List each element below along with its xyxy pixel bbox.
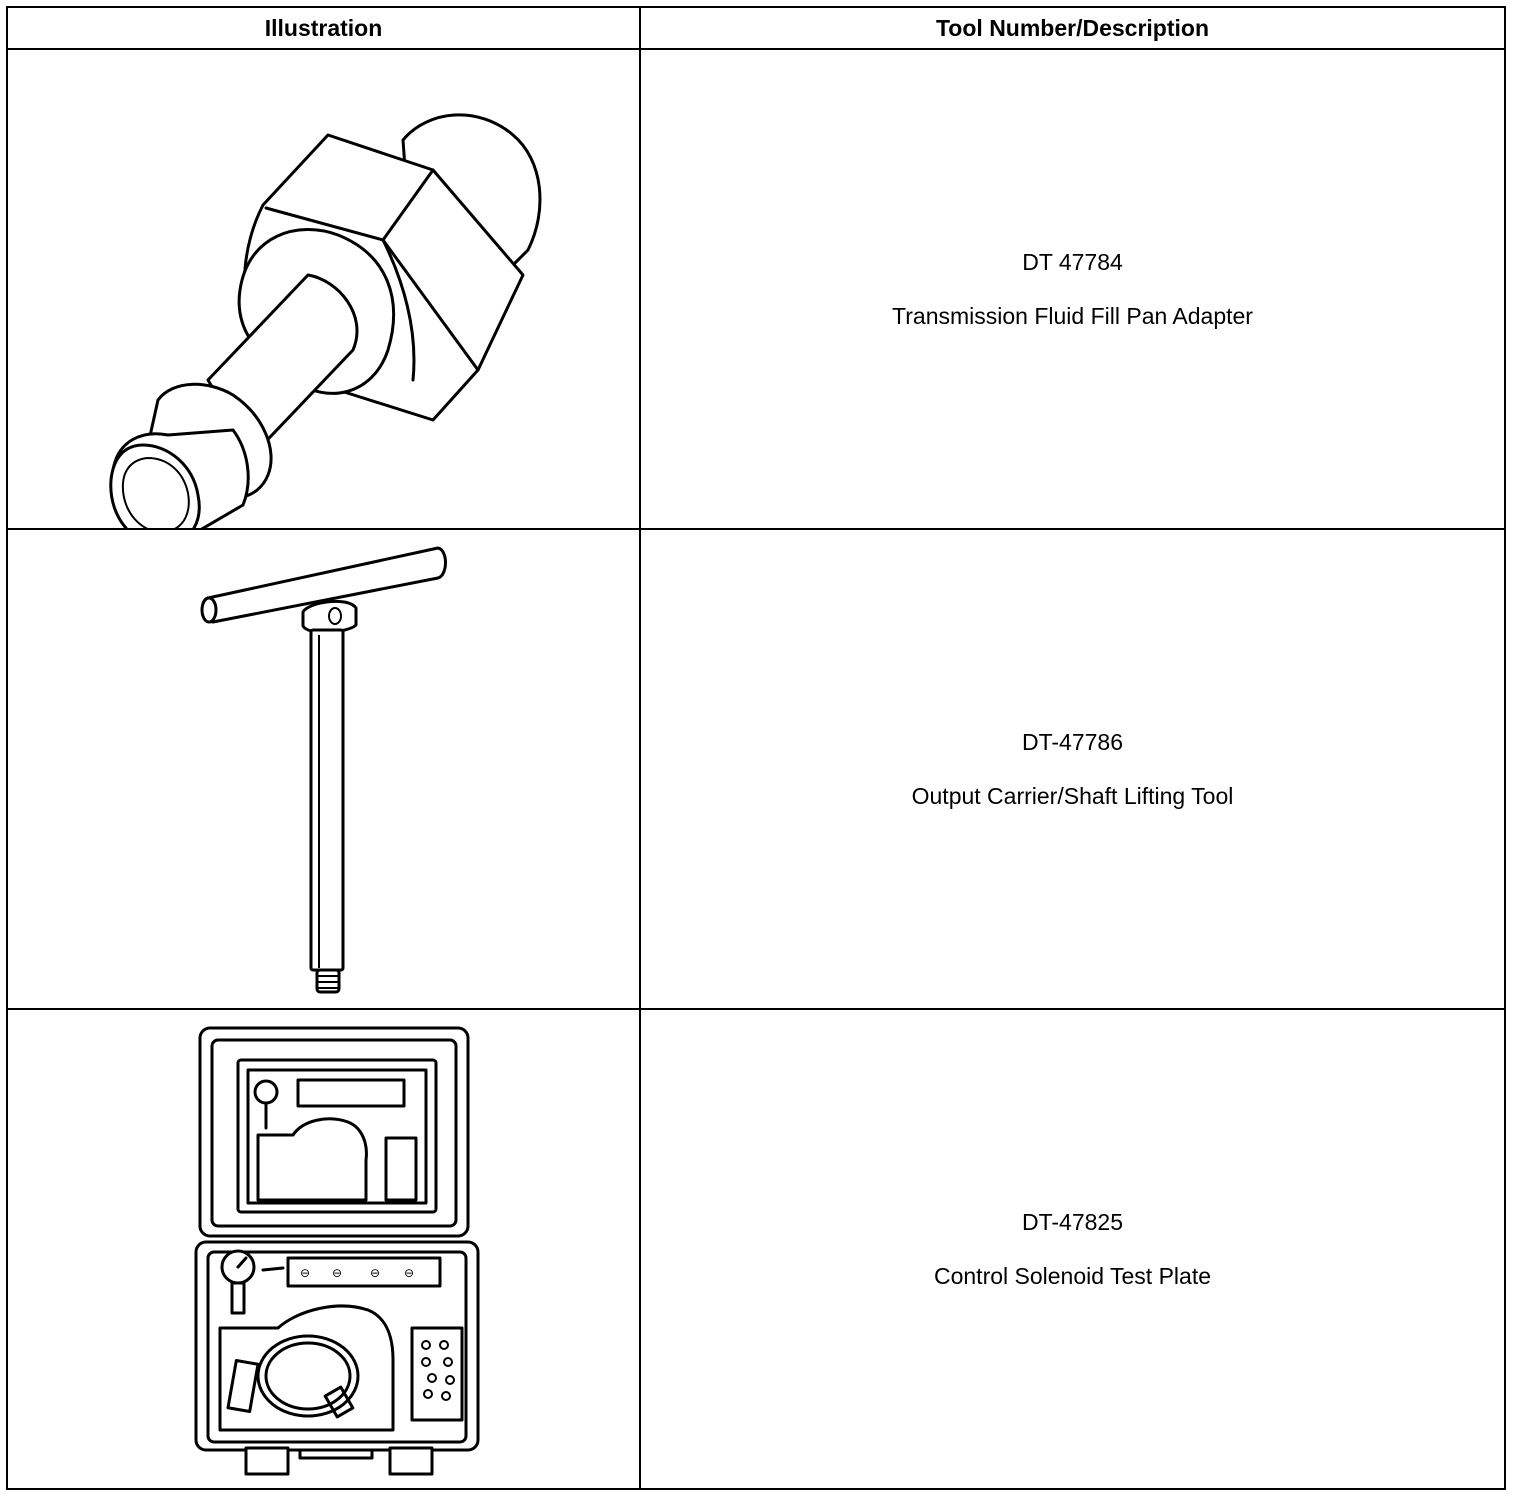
svg-text:⊖: ⊖ — [370, 1266, 380, 1280]
table-row: ⊖ ⊖ ⊖ ⊖ — [6, 1008, 1506, 1490]
svg-text:⊖: ⊖ — [300, 1266, 310, 1280]
illustration-cell — [6, 528, 641, 1010]
table-row: DT 47784 Transmission Fluid Fill Pan Ada… — [6, 48, 1506, 530]
header-row: Illustration Tool Number/Description — [6, 6, 1506, 50]
description-cell: DT 47784 Transmission Fluid Fill Pan Ada… — [639, 48, 1506, 530]
description-cell: DT-47786 Output Carrier/Shaft Lifting To… — [639, 528, 1506, 1010]
description-cell: DT-47825 Control Solenoid Test Plate — [639, 1008, 1506, 1490]
illustration-header: Illustration — [6, 6, 641, 50]
table-row: DT-47786 Output Carrier/Shaft Lifting To… — [6, 528, 1506, 1010]
svg-text:⊖: ⊖ — [404, 1266, 414, 1280]
tool-number: DT-47786 — [1021, 728, 1123, 755]
tool-description: Transmission Fluid Fill Pan Adapter — [892, 302, 1253, 329]
adapter-icon — [109, 113, 542, 528]
t-handle-lifting-tool-icon — [200, 546, 447, 994]
tool-description: Control Solenoid Test Plate — [933, 1262, 1212, 1289]
svg-text:⊖: ⊖ — [332, 1266, 342, 1280]
tool-number: DT 47784 — [1022, 248, 1123, 275]
illustration-cell — [6, 48, 641, 530]
special-tools-table: Illustration Tool Number/Description — [6, 6, 1506, 1490]
tool-description: Output Carrier/Shaft Lifting Tool — [911, 782, 1234, 809]
tool-number: DT-47825 — [1021, 1208, 1123, 1235]
test-plate-case-icon: ⊖ ⊖ ⊖ ⊖ — [194, 1026, 480, 1476]
tool-description-header: Tool Number/Description — [639, 6, 1506, 50]
illustration-cell: ⊖ ⊖ ⊖ ⊖ — [6, 1008, 641, 1490]
